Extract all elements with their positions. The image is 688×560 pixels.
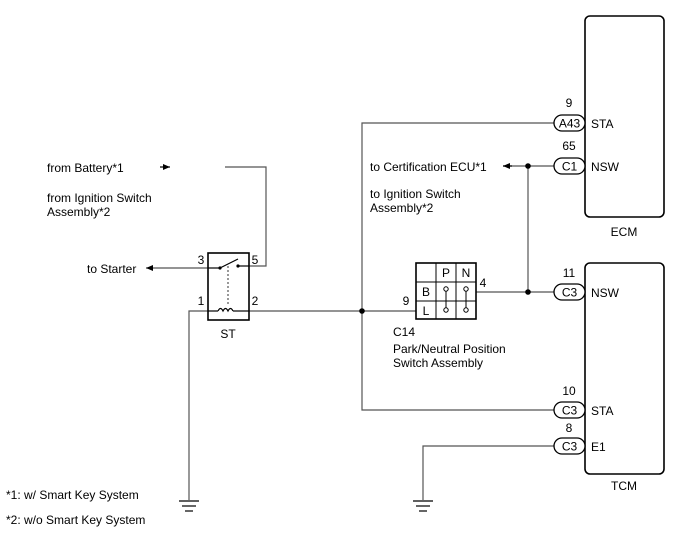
to-starter-label: to Starter [87,262,136,276]
starter-relay [207,252,250,321]
relay-pin-3: 3 [198,253,205,267]
ecm-pin-number-sta: 9 [566,96,573,110]
wire-tcm-sta [361,311,556,411]
connector-c1 [553,157,586,175]
tcm-pin-number-e1: 8 [566,421,573,435]
switch-pin-4: 4 [480,276,487,290]
switch-grid-n: N [462,266,471,280]
tcm-box [584,262,665,475]
tcm-pin-number-nsw: 11 [563,266,576,280]
wire-relay-pin5 [225,166,267,267]
tcm-signal-e1: E1 [591,440,606,454]
connector-c3-e1 [553,437,586,455]
connector-c3-nsw [553,283,586,301]
park-neutral-switch [415,262,477,320]
to-ignition-label-2: Assembly*2 [370,201,434,215]
from-battery-label: from Battery*1 [47,161,124,175]
switch-name-line2: Switch Assembly [393,356,483,370]
ecm-box [584,15,665,218]
to-ignition-label-1: to Ignition Switch [370,187,461,201]
junction-dot [525,163,531,169]
connector-c3-sta [553,401,586,419]
connector-c3-sta-label: C3 [562,404,578,418]
relay-pin-5: 5 [252,253,259,267]
connector-c3-e1-label: C3 [562,440,578,454]
switch-grid-p: P [442,266,450,280]
relay-label: ST [220,327,236,341]
footnote-2: *2: w/o Smart Key System [6,513,145,527]
tcm-pin-number-sta: 10 [562,384,576,398]
tcm-label: TCM [611,479,637,493]
from-ignition-label-1: from Ignition Switch [47,191,152,205]
relay-pin-2: 2 [252,294,259,308]
connector-c3-nsw-label: C3 [562,286,578,300]
junction-dot [525,289,531,295]
tcm-signal-nsw: NSW [591,286,620,300]
switch-name-line1: Park/Neutral Position [393,342,506,356]
to-cert-ecu-label: to Certification ECU*1 [370,160,487,174]
from-ignition-label-2: Assembly*2 [47,205,111,219]
footnote-1: *1: w/ Smart Key System [6,488,139,502]
switch-connector: C14 [393,325,415,339]
connector-c1-label: C1 [562,160,578,174]
connector-a43-label: A43 [559,117,581,131]
switch-grid-b: B [422,285,430,299]
connector-a43 [553,114,586,132]
ground-symbol [413,500,433,512]
ground-symbol [179,500,199,512]
ecm-pin-number-nsw: 65 [562,139,576,153]
wire-ecm-sta [361,122,556,311]
junction-dot [359,308,365,314]
wire-tcm-e1-ground [422,445,556,500]
switch-grid-l: L [423,304,430,318]
ecm-signal-nsw: NSW [591,160,620,174]
tcm-signal-sta: STA [591,404,613,418]
ecm-signal-sta: STA [591,117,613,131]
ecm-label: ECM [611,225,638,239]
switch-pin-9: 9 [403,294,410,308]
wire-relay-pin1-ground [188,310,208,500]
relay-pin-1: 1 [198,294,205,308]
